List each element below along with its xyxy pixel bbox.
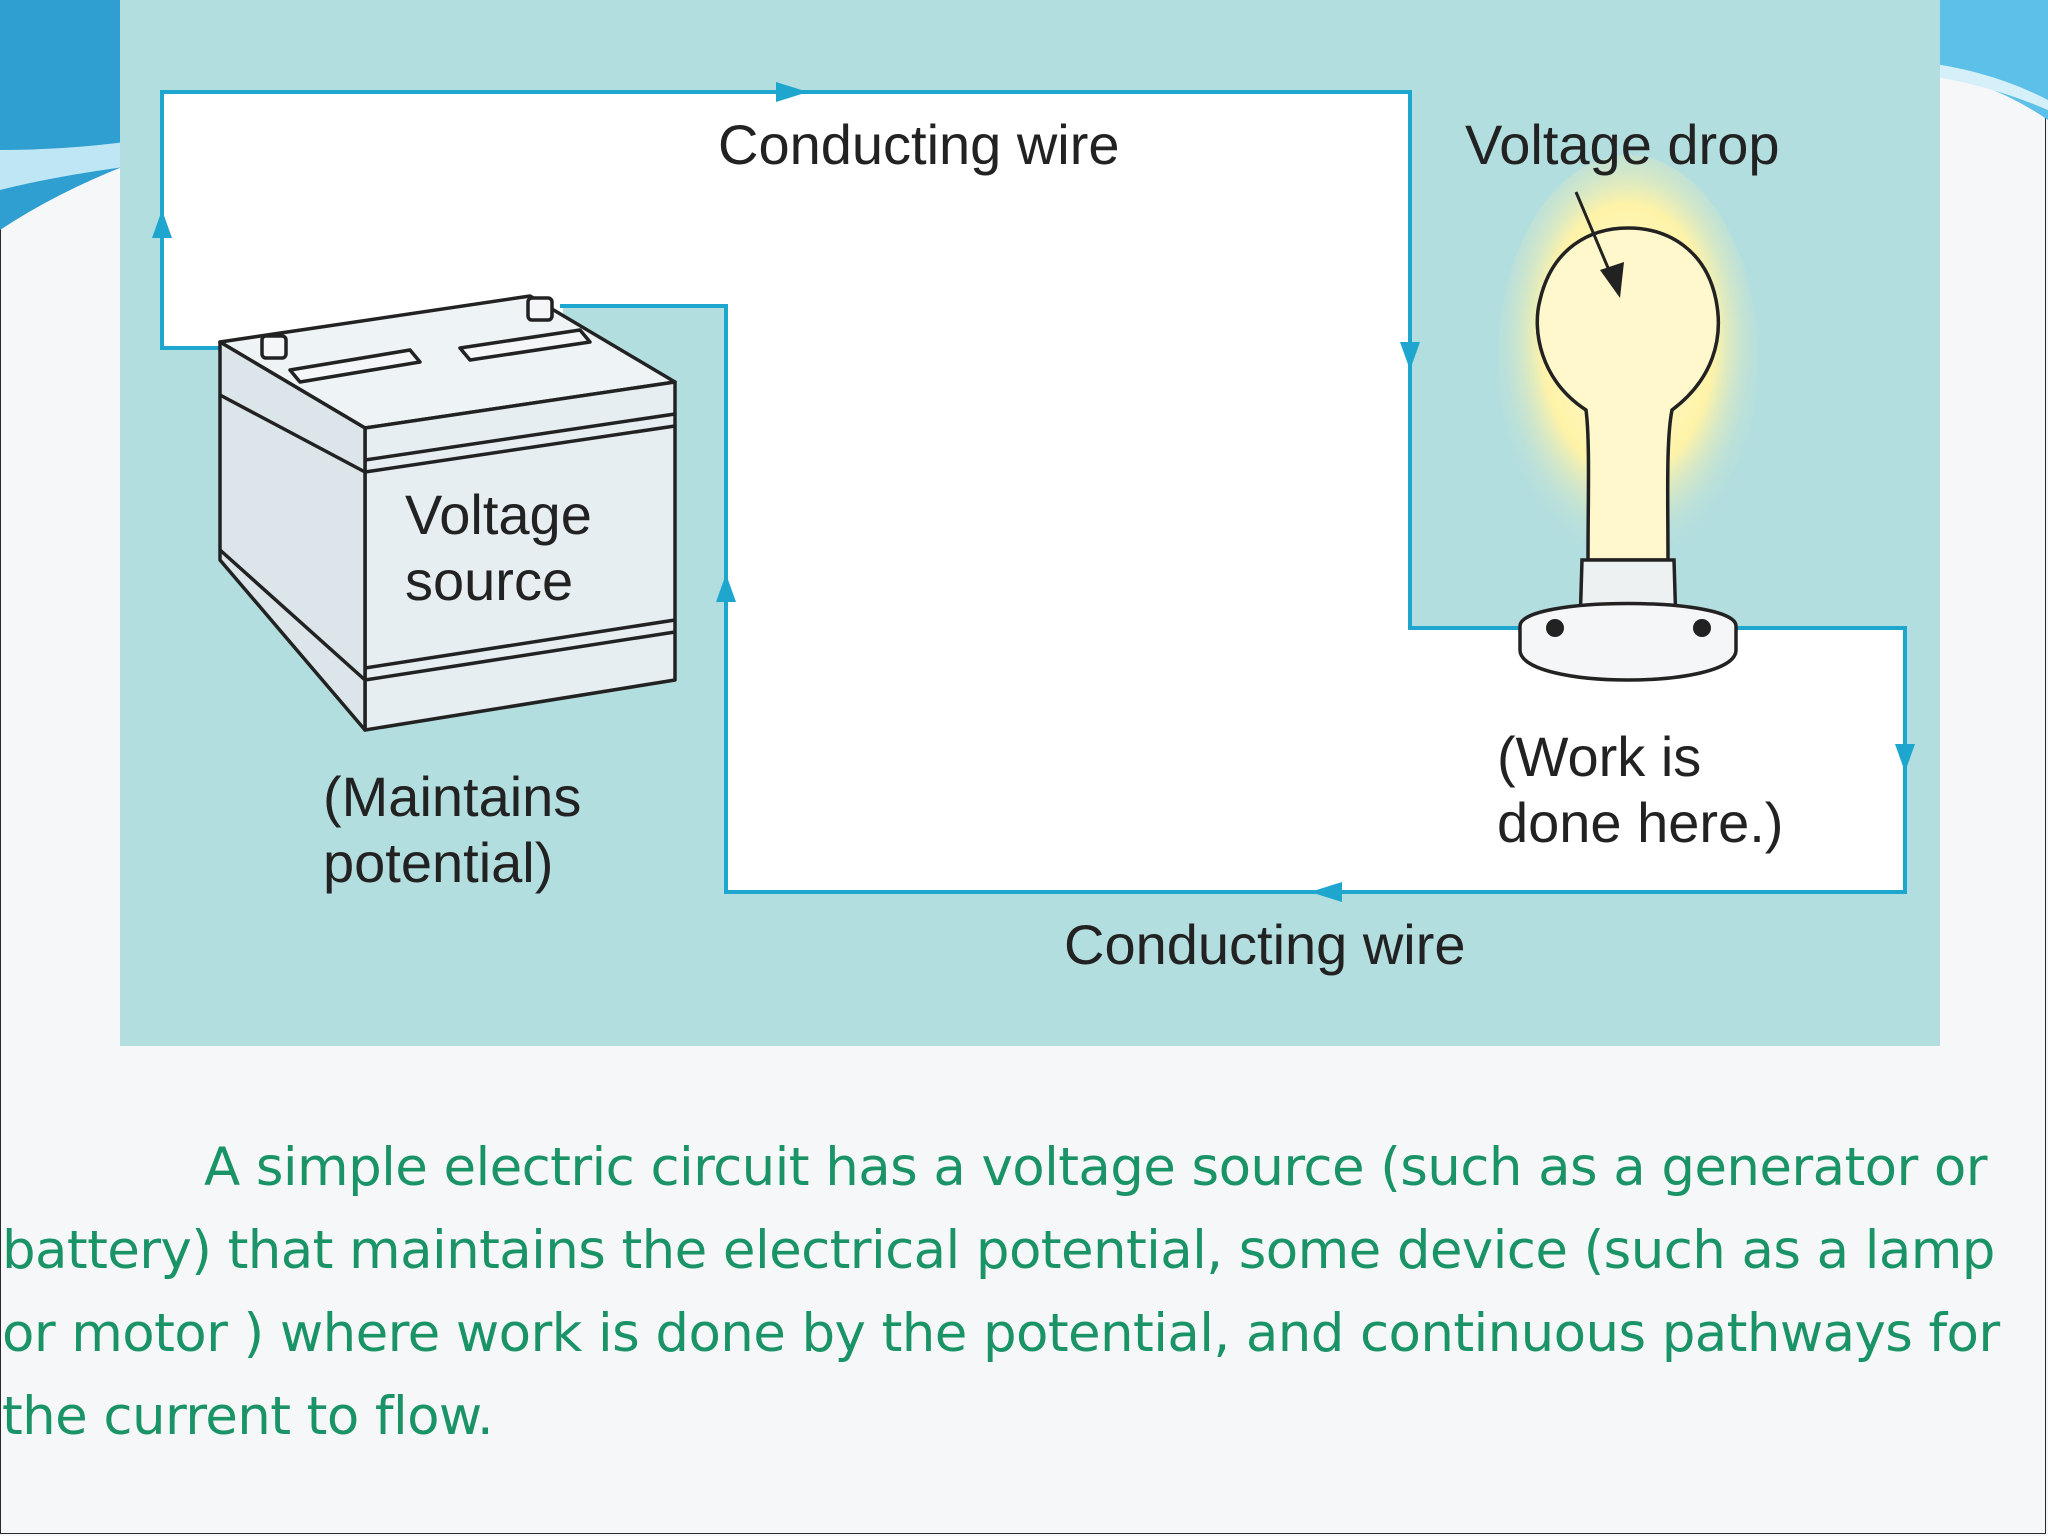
circuit-interior [162, 92, 1905, 892]
battery-side [218, 340, 367, 732]
bottom-wire-label: Conducting wire [1064, 913, 1466, 976]
maintains-potential-label: (Maintains potential) [323, 765, 582, 894]
circuit-drawing [152, 82, 1915, 902]
current-arrows [152, 82, 1915, 902]
arrow-up-left [152, 210, 172, 238]
battery [218, 294, 677, 732]
arrow-right-top [776, 82, 808, 102]
slide-header-decoration [0, 0, 2048, 230]
bulb-base [1518, 601, 1738, 682]
circuit-figure: Conducting wire Voltage drop Voltage sou… [120, 0, 1940, 1046]
slide-caption: A simple electric circuit has a voltage … [2, 1137, 2000, 1447]
voltage-drop-pointer [1574, 191, 1624, 298]
arrow-down-far-right [1895, 744, 1915, 772]
arrow-up-mid [716, 574, 736, 602]
voltage-source-label: Voltage source [405, 483, 592, 612]
arrow-down-right [1400, 342, 1420, 370]
light-bulb [1498, 155, 1758, 682]
top-wire-label: Conducting wire [718, 113, 1120, 176]
arrow-left-bottom [1310, 882, 1342, 902]
voltage-drop-label: Voltage drop [1465, 113, 1780, 176]
work-done-label: (Work is done here.) [1497, 725, 1784, 854]
